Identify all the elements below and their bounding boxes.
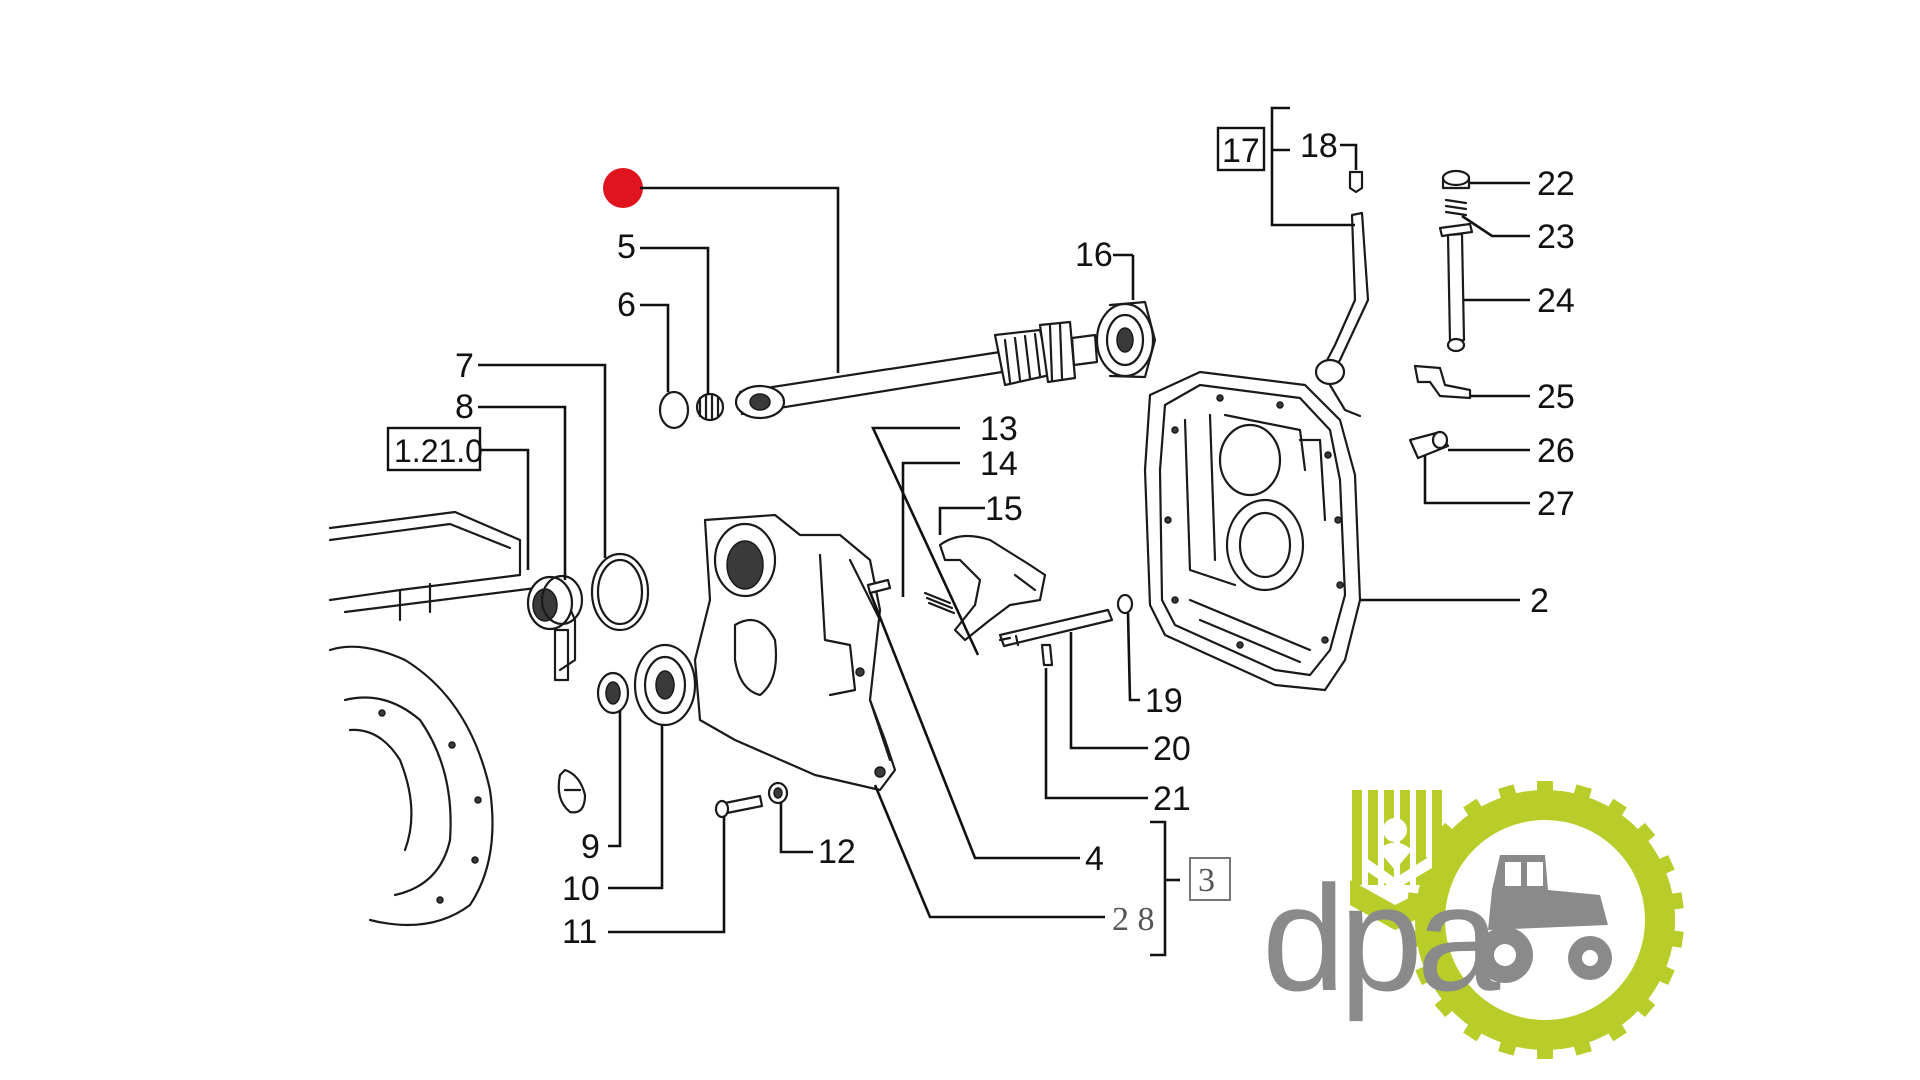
logo-tractor-icon xyxy=(1477,855,1612,983)
gear-tooth xyxy=(1537,781,1553,795)
label-box-17 xyxy=(1216,126,1266,172)
callout-7: 7 xyxy=(455,347,474,385)
pin-26 xyxy=(1408,430,1450,460)
seal-9 xyxy=(596,671,630,715)
gear-tooth xyxy=(1498,784,1518,803)
gear-tooth xyxy=(1498,1037,1518,1056)
gear-tooth xyxy=(1463,1020,1485,1042)
callout-17: 17 xyxy=(1222,132,1260,170)
callout-19: 19 xyxy=(1145,682,1183,720)
shift-lever-17 xyxy=(1314,211,1370,418)
callout-16: 16 xyxy=(1075,236,1113,274)
selector-rod-20 xyxy=(998,608,1114,648)
gear-tooth xyxy=(1572,1037,1592,1056)
callout-20: 20 xyxy=(1153,730,1191,768)
callout-2: 2 xyxy=(1530,582,1549,620)
gear-tooth xyxy=(1605,798,1627,820)
selector-fork-15 xyxy=(938,534,1047,642)
callout-8: 8 xyxy=(455,388,474,426)
callout-27: 27 xyxy=(1537,485,1575,523)
gear-tooth xyxy=(1537,1045,1553,1059)
bearing-8 xyxy=(526,574,584,631)
washer-19 xyxy=(1116,593,1134,615)
logo-gear-ring xyxy=(1415,790,1675,1050)
dowel-pin-4 xyxy=(866,578,892,595)
callout-24: 24 xyxy=(1537,282,1575,320)
callout-18: 18 xyxy=(1300,127,1338,165)
gear-tooth xyxy=(1415,964,1435,986)
callout-4: 4 xyxy=(1085,840,1104,878)
callout-25: 25 xyxy=(1537,378,1575,416)
gear-tooth xyxy=(1655,964,1675,986)
cap-18 xyxy=(1348,170,1364,194)
plunger-24 xyxy=(1438,222,1474,353)
highlight-marker xyxy=(603,168,643,208)
callout-15: 15 xyxy=(985,490,1023,528)
callout-5: 5 xyxy=(617,228,636,266)
callout-21: 21 xyxy=(1153,780,1191,818)
label-box-3 xyxy=(1189,857,1231,901)
callout-28: 2 8 xyxy=(1112,901,1155,938)
leader-lines xyxy=(477,106,1530,957)
label-box-1210 xyxy=(386,426,482,472)
circlip-6 xyxy=(658,390,690,430)
front-cover xyxy=(693,513,897,792)
gear-tooth xyxy=(1634,822,1656,845)
gear-tooth xyxy=(1572,784,1592,803)
callout-22: 22 xyxy=(1537,165,1575,203)
cap-22 xyxy=(1441,169,1471,190)
bolt-11 xyxy=(714,794,764,819)
spring-5 xyxy=(695,392,725,422)
rear-cover-2 xyxy=(1143,370,1362,692)
gear-tooth xyxy=(1605,1020,1627,1042)
gear-tooth xyxy=(1463,798,1485,820)
logo-wheat-icon xyxy=(1350,790,1445,930)
clip-25 xyxy=(1413,364,1472,400)
logo-text: dpa xyxy=(1262,854,1501,1022)
gear-tooth xyxy=(1667,892,1684,911)
callout-14: 14 xyxy=(980,445,1018,483)
callout-3: 3 xyxy=(1198,862,1215,899)
gear-tooth xyxy=(1406,929,1423,948)
pin-21 xyxy=(1040,643,1054,667)
callout-12: 12 xyxy=(818,833,856,871)
transmission-housing xyxy=(328,510,587,927)
bearing-16 xyxy=(1095,300,1157,379)
bearing-10 xyxy=(633,643,697,727)
callout-26: 26 xyxy=(1537,432,1575,470)
callout-9: 9 xyxy=(581,828,600,866)
gear-tooth xyxy=(1434,995,1456,1018)
gear-tooth xyxy=(1655,854,1675,876)
gear-tooth xyxy=(1667,929,1684,948)
main-shaft xyxy=(734,320,1099,420)
dpa-logo: dpa xyxy=(1262,781,1684,1059)
spring-23 xyxy=(1444,198,1468,217)
snap-ring-7 xyxy=(590,552,650,632)
callout-23: 23 xyxy=(1537,218,1575,256)
callout-10: 10 xyxy=(562,870,600,908)
nut-12 xyxy=(767,781,789,805)
gear-tooth xyxy=(1634,995,1656,1018)
callout-1-21-0: 1.21.0 xyxy=(394,433,483,469)
callout-6: 6 xyxy=(617,286,636,324)
callout-11: 11 xyxy=(562,913,597,951)
callout-13: 13 xyxy=(980,410,1018,448)
spring-14 xyxy=(923,591,956,615)
